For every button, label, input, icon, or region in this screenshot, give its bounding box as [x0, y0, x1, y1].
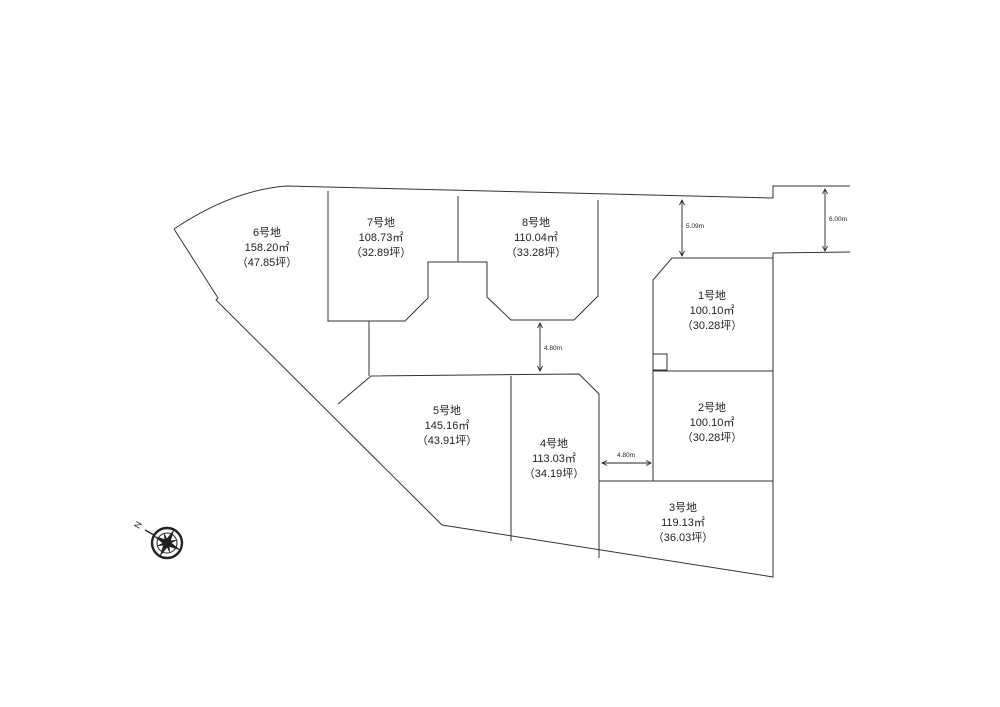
- lot-label-3: 3号地 119.13㎡ （36.03坪）: [653, 501, 714, 544]
- lot-5-boundary: [337, 373, 600, 558]
- lot-label-5: 5号地 145.16㎡ （43.91坪）: [417, 404, 478, 447]
- svg-text:（34.19坪）: （34.19坪）: [524, 467, 585, 480]
- svg-text:100.10㎡: 100.10㎡: [690, 416, 735, 429]
- svg-text:6号地: 6号地: [253, 226, 281, 239]
- svg-text:5号地: 5号地: [433, 404, 461, 417]
- svg-text:（36.03坪）: （36.03坪）: [653, 531, 714, 544]
- svg-text:145.16㎡: 145.16㎡: [425, 419, 470, 432]
- lot-label-4: 4号地 113.03㎡ （34.19坪）: [524, 437, 585, 480]
- lot-7-boundary: [327, 191, 599, 322]
- dim-label-top: 5.09m: [686, 223, 704, 230]
- svg-text:（47.85坪）: （47.85坪）: [237, 256, 298, 269]
- svg-text:119.13㎡: 119.13㎡: [661, 516, 705, 529]
- svg-text:4号地: 4号地: [540, 437, 568, 450]
- svg-text:2号地: 2号地: [698, 401, 726, 414]
- corner-marker: [652, 353, 668, 371]
- svg-text:8号地: 8号地: [522, 216, 550, 229]
- svg-text:3号地: 3号地: [669, 501, 697, 514]
- svg-text:158.20㎡: 158.20㎡: [245, 241, 290, 254]
- dim-label-center: 4.80m: [544, 345, 562, 352]
- svg-text:（33.28坪）: （33.28坪）: [506, 246, 567, 259]
- svg-text:（32.89坪）: （32.89坪）: [351, 246, 412, 259]
- dim-label-lower: 4.80m: [617, 452, 635, 459]
- svg-text:113.03㎡: 113.03㎡: [532, 452, 576, 465]
- svg-text:110.04㎡: 110.04㎡: [514, 231, 558, 244]
- site-boundary: [173, 228, 851, 578]
- svg-text:（30.28坪）: （30.28坪）: [682, 431, 743, 444]
- site-boundary-top: [173, 185, 850, 230]
- svg-text:7号地: 7号地: [367, 216, 395, 229]
- svg-text:1号地: 1号地: [698, 289, 726, 302]
- lot-1-2-boundary: [599, 257, 773, 482]
- svg-text:（30.28坪）: （30.28坪）: [682, 319, 743, 332]
- lot-label-7: 7号地 108.73㎡ （32.89坪）: [351, 216, 412, 259]
- north-label: N: [132, 520, 144, 530]
- lot-label-6: 6号地 158.20㎡ （47.85坪）: [237, 226, 298, 269]
- svg-text:108.73㎡: 108.73㎡: [359, 231, 404, 244]
- lot-label-2: 2号地 100.10㎡ （30.28坪）: [682, 401, 743, 444]
- svg-text:100.10㎡: 100.10㎡: [690, 304, 735, 317]
- dim-label-right: 6.00m: [829, 216, 847, 223]
- svg-text:（43.91坪）: （43.91坪）: [417, 434, 478, 447]
- lot-label-8: 8号地 110.04㎡ （33.28坪）: [506, 216, 567, 259]
- compass-rose-icon: N: [132, 520, 184, 560]
- lot-label-1: 1号地 100.10㎡ （30.28坪）: [682, 289, 743, 332]
